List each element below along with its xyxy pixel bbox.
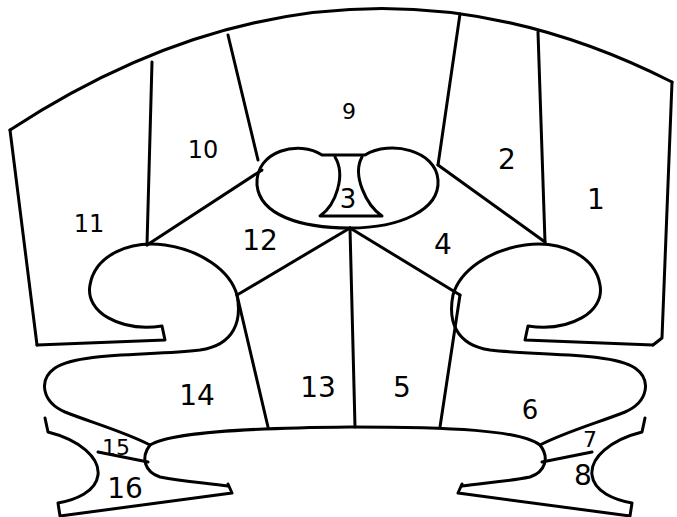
callout-number: 10 [188, 138, 219, 162]
top-arc [10, 9, 672, 131]
callout-number: 1 [587, 186, 605, 214]
heart [257, 148, 438, 228]
bar-lobe [145, 445, 228, 486]
left-edge [10, 130, 37, 345]
callout-number: 16 [107, 475, 143, 503]
callout-number: 14 [179, 382, 215, 410]
callout-number: 12 [242, 227, 278, 255]
right-edge [653, 82, 672, 345]
callout-number: 5 [393, 374, 411, 402]
callout-number: 15 [102, 437, 130, 459]
divider [538, 32, 545, 242]
divider [350, 228, 460, 295]
right-half [452, 244, 653, 516]
foot-divider [542, 452, 592, 462]
callout-number: 3 [340, 186, 357, 212]
callout-number: 9 [342, 101, 356, 123]
divider [350, 228, 355, 427]
callout-number: 13 [300, 374, 336, 402]
divider [438, 14, 460, 165]
callout-number: 4 [434, 231, 452, 259]
left-half [37, 244, 238, 516]
bar-lobe [462, 445, 545, 486]
divider [228, 35, 258, 160]
divider [237, 228, 350, 295]
divider [237, 295, 268, 427]
heart-slot [320, 157, 382, 216]
scroll [452, 244, 653, 445]
bar-top [150, 427, 540, 445]
divider [440, 295, 460, 427]
callout-number: 6 [522, 397, 539, 423]
divider [438, 165, 545, 242]
scroll [37, 244, 238, 445]
callout-number: 11 [74, 212, 105, 236]
callout-number: 2 [498, 146, 516, 174]
callout-number: 7 [583, 429, 597, 451]
callout-number: 8 [574, 462, 592, 490]
divider [147, 62, 152, 245]
